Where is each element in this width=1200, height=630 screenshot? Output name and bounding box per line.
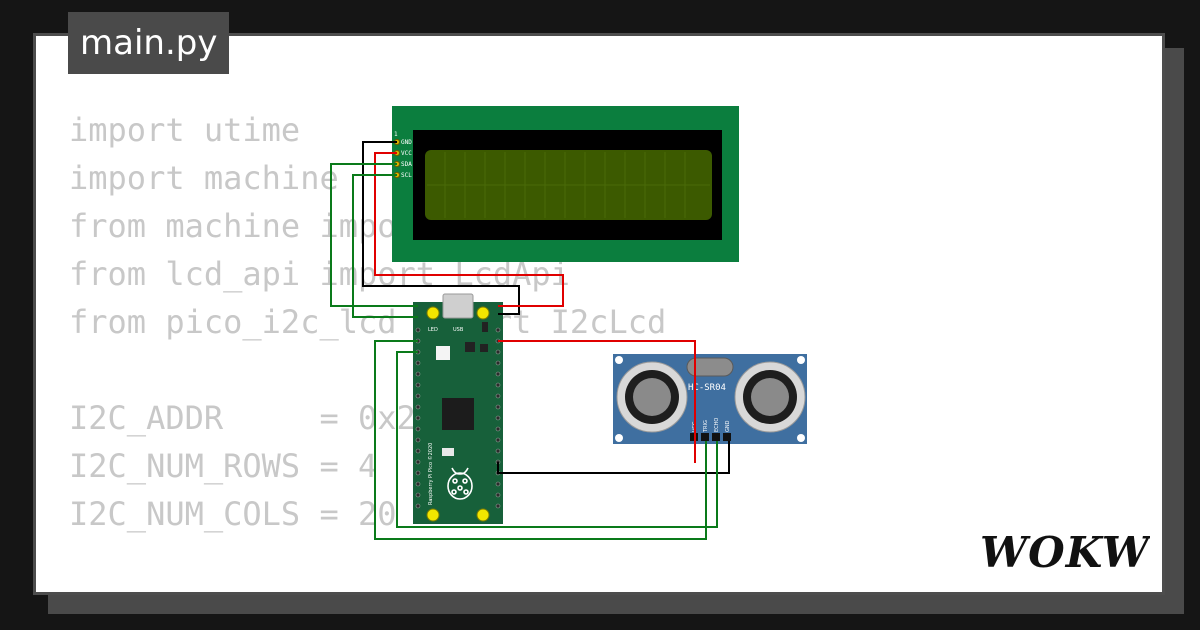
pico-brand-text: Raspberry Pi Pico ©2020	[427, 443, 434, 505]
code-line: I2C_NUM_COLS = 20	[69, 495, 397, 533]
lcd-pin-sda: SDA	[401, 161, 412, 168]
lcd-pin-vcc: VCC	[401, 150, 412, 157]
code-line: import utime	[69, 111, 301, 149]
wire-scl-lcd	[352, 174, 418, 318]
wire-echo-sensor	[396, 351, 718, 528]
lcd-pin-1-label: 1	[394, 131, 398, 138]
raspberry-pi-pico[interactable]: LED USB Raspberry Pi Pico ©2020	[413, 293, 503, 524]
sensor-pin-echo: ECHO	[714, 418, 720, 432]
code-block: import utime import machine from machine…	[69, 106, 743, 592]
pico-led-label: LED	[428, 327, 438, 333]
lcd-pin-scl: SCL	[401, 172, 412, 179]
wire-sda-lcd	[330, 163, 418, 307]
sensor-model-label: HC-SR04	[688, 383, 726, 393]
code-line: import machine	[69, 159, 339, 197]
pico-raspberry-logo	[447, 467, 473, 500]
wire-vcc-sensor	[498, 340, 696, 463]
sensor-pin-trig: TRIG	[703, 420, 709, 433]
wires	[330, 141, 730, 540]
wire-gnd-lcd	[362, 141, 520, 315]
pico-usb-label: USB	[453, 327, 464, 333]
wire-vcc-lcd	[374, 152, 564, 307]
lcd-pin-gnd: GND	[401, 139, 412, 146]
wokwi-logo: WOKWi	[980, 528, 1150, 575]
sensor-pin-gnd: GND	[725, 420, 731, 432]
code-line: # Khởi tạo cảm biến siêu âm HC-SR04	[69, 586, 743, 592]
lcd-display[interactable]: 1 GND VCC SDA SCL	[392, 106, 739, 262]
code-line: I2C_NUM_ROWS = 4	[69, 447, 378, 485]
hc-sr04-sensor[interactable]: HC-SR04 VCC TRIG ECHO GND	[613, 354, 807, 444]
pico-pin-header	[415, 327, 501, 509]
wire-gnd-sensor	[497, 441, 730, 474]
wire-trig-sensor	[374, 340, 707, 540]
file-tab[interactable]: main.py	[68, 12, 230, 74]
wokwi-logo-text: WOKWi	[980, 528, 1150, 575]
